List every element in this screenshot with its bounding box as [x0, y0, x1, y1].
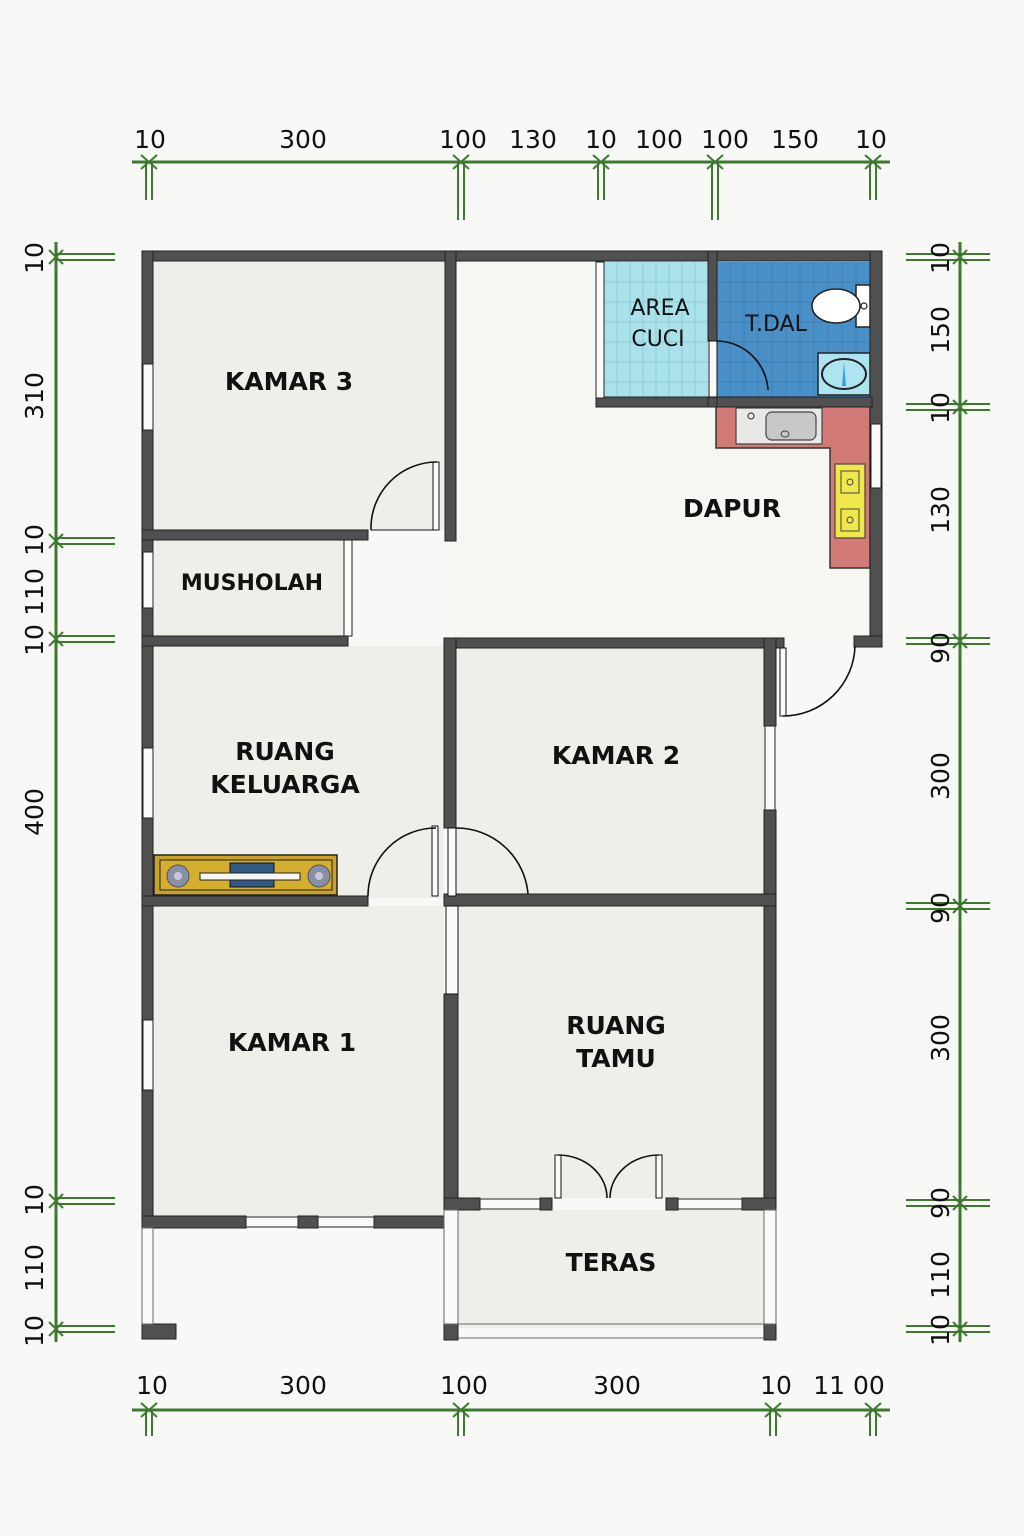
dim-right-10: 10 [926, 1314, 955, 1346]
dim-right-8: 90 [926, 1187, 955, 1219]
dim-top-3: 130 [509, 125, 557, 154]
door-kamar3 [370, 461, 440, 531]
dim-top-4: 10 [585, 125, 617, 154]
sink-icon [817, 352, 871, 396]
label-dapur: DAPUR [683, 494, 781, 523]
dim-right-0: 10 [926, 242, 955, 274]
door-ruang-keluarga [367, 825, 439, 897]
dim-top-1: 300 [279, 125, 327, 154]
dim-top-2: 100 [439, 125, 487, 154]
teras-railings [141, 1209, 777, 1339]
dim-bottom-3: 300 [593, 1371, 641, 1400]
window-kamar3 [142, 363, 154, 431]
floor-kamar1 [152, 906, 444, 1216]
kitchen-counter [715, 405, 871, 569]
label-kamar2: KAMAR 2 [552, 741, 680, 770]
dim-right-4: 90 [926, 632, 955, 664]
dim-right-6: 90 [926, 892, 955, 924]
door-ruang-tamu-double [554, 1154, 663, 1199]
doors [367, 340, 856, 1199]
dimension-labels-left: 10 310 10 10 110 10 400 10 110 10 [20, 242, 49, 1347]
label-musholah: MUSHOLAH [181, 571, 323, 596]
area-cuci [604, 262, 708, 398]
dim-right-3: 130 [926, 486, 955, 534]
window-kamar1-side [142, 1019, 154, 1091]
label-ruang-tamu-2: TAMU [576, 1044, 656, 1073]
dim-top-5: 100 [635, 125, 683, 154]
dim-top-8: 10 [855, 125, 887, 154]
floor-kamar2 [456, 646, 766, 896]
label-teras: TERAS [566, 1248, 657, 1277]
label-ruang-keluarga-2: KELUARGA [210, 770, 360, 799]
window-kamar2 [764, 725, 776, 811]
floor-kamar3 [152, 260, 446, 530]
dim-bottom-2: 100 [440, 1371, 488, 1400]
tv-cabinet-icon [153, 854, 338, 896]
dim-left-1: 310 [20, 372, 49, 420]
stove-icon [834, 463, 866, 539]
window-kamar1-bottom-a [245, 1216, 299, 1228]
dim-bottom-0: 10 [136, 1371, 168, 1400]
dim-left-2: 10 [20, 524, 49, 556]
dim-right-7: 300 [926, 1014, 955, 1062]
dim-bottom-1: 300 [279, 1371, 327, 1400]
opening-musholah [343, 539, 353, 637]
dim-left-6: 400 [20, 788, 49, 836]
dim-top-0: 10 [134, 125, 166, 154]
label-kamar1: KAMAR 1 [228, 1028, 356, 1057]
dim-bottom-5: 11 00 [813, 1371, 885, 1400]
dim-right-9: 110 [926, 1251, 955, 1299]
room-labels: KAMAR 3 MUSHOLAH AREA CUCI T.DAL DAPUR R… [181, 296, 808, 1277]
floor-ruang-tamu [458, 906, 766, 1198]
label-area-cuci-1: AREA [630, 296, 689, 321]
dim-top-7: 150 [771, 125, 819, 154]
window-tamu-a [479, 1198, 541, 1210]
walls [141, 250, 883, 1341]
dim-right-2: 10 [926, 392, 955, 424]
label-ruang-keluarga-1: RUANG [235, 737, 335, 766]
dim-left-4: 110 [20, 568, 49, 616]
window-kamar1-bottom-b [317, 1216, 375, 1228]
label-t-dal: T.DAL [744, 312, 807, 337]
dim-top-6: 100 [701, 125, 749, 154]
dim-left-8: 110 [20, 1244, 49, 1292]
dim-right-1: 150 [926, 306, 955, 354]
door-side-entrance [779, 645, 856, 717]
floor-teras [458, 1210, 774, 1328]
dim-left-3: 10 [20, 624, 49, 656]
window-dapur [870, 423, 882, 489]
dimension-labels-right: 10 150 10 130 90 300 90 300 90 110 10 [926, 242, 955, 1346]
label-kamar3: KAMAR 3 [225, 367, 353, 396]
t-dal-bathroom [716, 262, 871, 398]
window-ruang-keluarga [142, 747, 154, 819]
windows [142, 261, 882, 1228]
dimension-labels-bottom: 10 300 100 300 10 11 00 [136, 1371, 885, 1400]
label-area-cuci-2: CUCI [631, 327, 684, 352]
dim-left-0: 10 [20, 242, 49, 274]
opening-kamar1 [445, 905, 459, 995]
floor-musholah [154, 540, 344, 636]
dim-left-9: 10 [20, 1315, 49, 1347]
window-tamu-b [677, 1198, 743, 1210]
dim-left-7: 10 [20, 1184, 49, 1216]
window-musholah [142, 551, 154, 609]
window-area-cuci [595, 261, 605, 399]
door-kamar2 [447, 827, 529, 897]
label-ruang-tamu-1: RUANG [566, 1011, 666, 1040]
dimension-lines [48, 154, 990, 1436]
dim-bottom-4: 10 [760, 1371, 792, 1400]
kitchen-sink-icon [735, 407, 823, 445]
door-t-dal [708, 340, 769, 398]
dimension-labels-top: 10 300 100 130 10 100 100 150 10 [134, 125, 887, 154]
dim-right-5: 300 [926, 752, 955, 800]
